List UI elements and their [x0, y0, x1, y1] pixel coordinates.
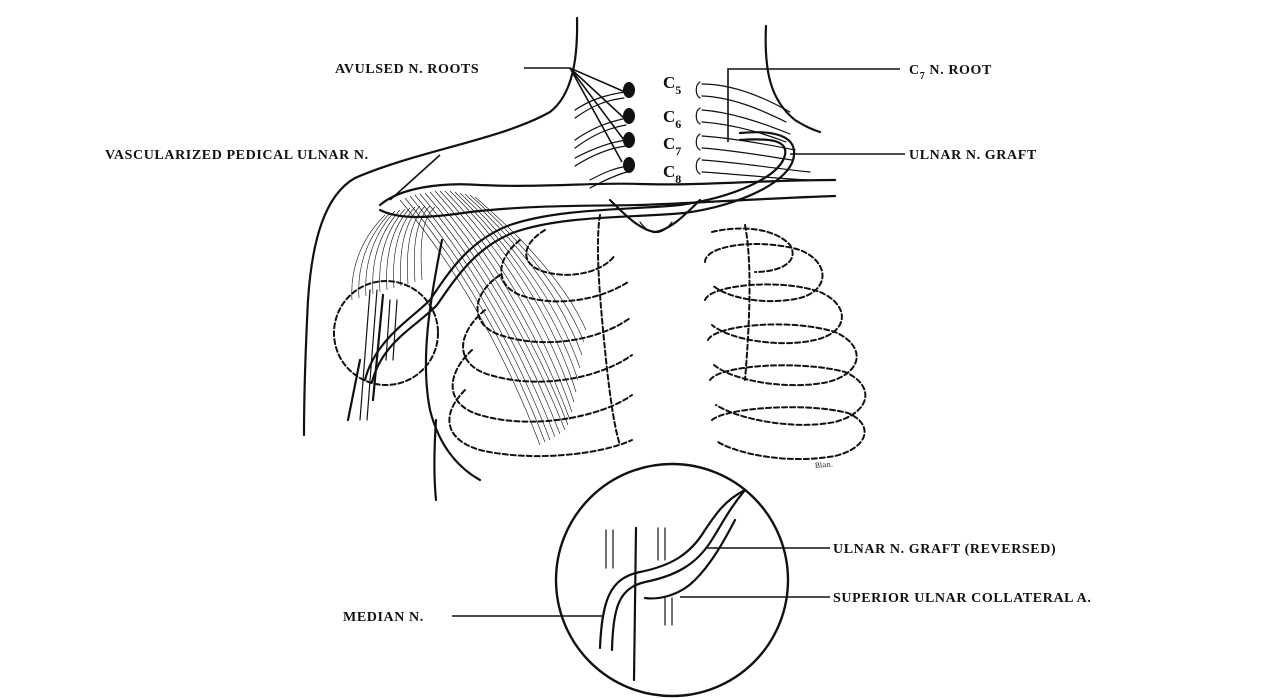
- root-stump-c8: [623, 157, 635, 173]
- artist-signature: Blan.: [814, 460, 833, 470]
- label-c7-root: C7 N. ROOT: [909, 63, 992, 82]
- label-superior-ulnar-collateral: SUPERIOR ULNAR COLLATERAL A.: [833, 591, 1091, 606]
- label-ulnar-graft-reversed: ULNAR N. GRAFT (REVERSED): [833, 542, 1056, 557]
- upper-arm-vessels: [359, 289, 398, 421]
- spinal-root-openings: [695, 81, 811, 181]
- root-stump-c6: [623, 108, 635, 124]
- root-stump-c7: [623, 132, 635, 148]
- leader-lines-top: [389, 67, 905, 201]
- arm-outline: [346, 238, 482, 502]
- label-vascularized-pedical: VASCULARIZED PEDICAL ULNAR N.: [105, 148, 369, 163]
- avulsed-root-stumps: [574, 82, 635, 189]
- arm-detail-region: [333, 280, 439, 386]
- root-stump-c5: [623, 82, 635, 98]
- deltoid-muscle-fibers: [351, 205, 436, 301]
- leader-lines-bottom: [452, 547, 830, 617]
- root-label-c8: C8: [663, 162, 681, 186]
- neck-outline: [302, 16, 822, 437]
- root-labels: C5 C6 C7 C8: [663, 73, 681, 186]
- label-median-n: MEDIAN N.: [343, 610, 424, 625]
- root-label-c7: C7: [663, 134, 681, 158]
- label-ulnar-graft: ULNAR N. GRAFT: [909, 148, 1037, 163]
- clavicle: [378, 178, 837, 219]
- root-label-c5: C5: [663, 73, 681, 97]
- root-label-c6: C6: [663, 107, 681, 131]
- label-avulsed-roots: AVULSED N. ROOTS: [335, 62, 479, 77]
- vascularized-ulnar-nerve: [363, 131, 796, 384]
- right-rib-cage: [704, 224, 867, 461]
- inset-magnified-view: [554, 462, 790, 698]
- pectoral-muscle-fibers: [399, 190, 587, 446]
- left-rib-cage: [448, 214, 633, 458]
